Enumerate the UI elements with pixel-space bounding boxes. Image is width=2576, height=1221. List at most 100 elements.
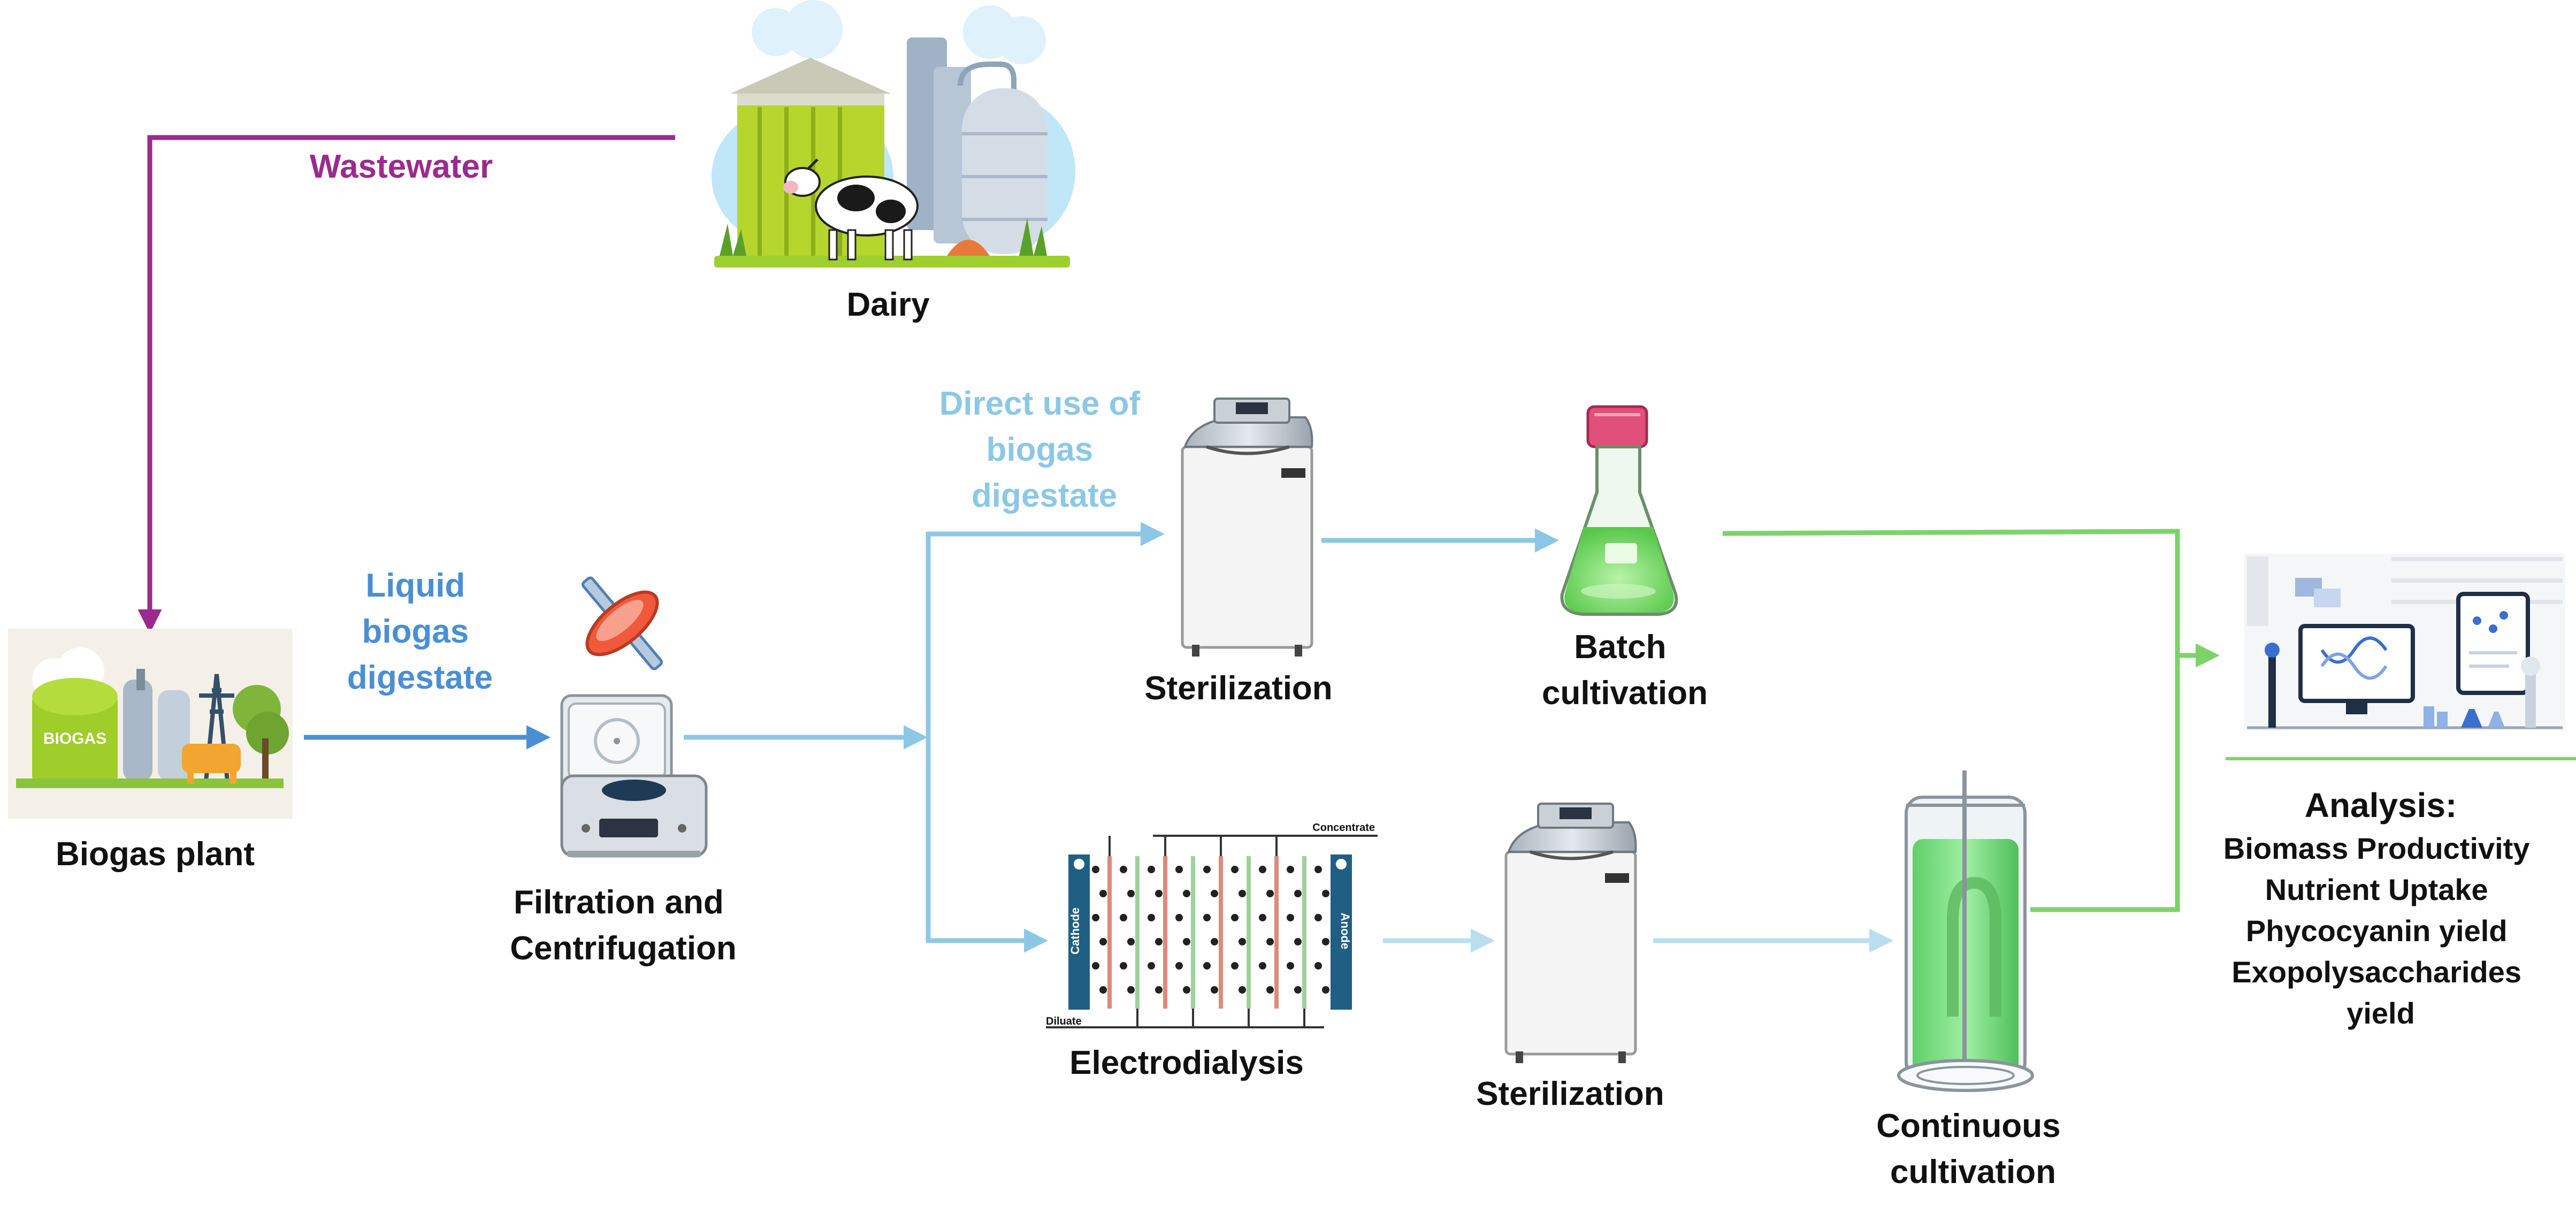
- ed-concentrate-label: Concentrate: [1312, 822, 1375, 834]
- filtration-line-1: Filtration and: [514, 884, 724, 921]
- ed-ion: [1211, 986, 1218, 994]
- ed-ion: [1259, 866, 1266, 873]
- autoclave-icon-top: [1181, 398, 1313, 657]
- ed-ion: [1127, 986, 1135, 994]
- ed-membrane: [1163, 856, 1167, 1009]
- ed-ion: [1183, 986, 1190, 994]
- ed-ion: [1266, 986, 1274, 994]
- ed-membrane: [1247, 856, 1251, 1009]
- syringe-filter-icon: [582, 576, 663, 670]
- ed-ion: [1266, 890, 1274, 897]
- ed-ion: [1294, 986, 1302, 994]
- analysis-title: Analysis:: [2305, 786, 2457, 825]
- batch-line-2: cultivation: [1542, 675, 1708, 712]
- ed-ion: [1259, 962, 1266, 970]
- ed-ion: [1239, 986, 1246, 994]
- dairy-label: Dairy: [846, 286, 930, 323]
- ed-ion: [1266, 938, 1274, 945]
- analysis-item-5: yield: [2346, 996, 2415, 1030]
- biogas-sign-text: BIOGAS: [43, 730, 106, 747]
- ed-ion: [1287, 962, 1294, 970]
- ed-ion: [1287, 866, 1294, 873]
- liquid-digestate-line-2: biogas: [362, 613, 469, 650]
- ed-membrane: [1135, 856, 1140, 1009]
- ed-ion: [1127, 938, 1135, 945]
- ed-ion: [1099, 890, 1107, 897]
- ed-ion: [1099, 938, 1107, 945]
- analysis-item-3: Phycocyanin yield: [2246, 914, 2508, 948]
- ed-ion: [1099, 986, 1107, 994]
- sterilization-top-label: Sterilization: [1144, 670, 1332, 707]
- filtration-label: Filtration and Centrifugation: [510, 884, 737, 967]
- liquid-digestate-line-3: digestate: [347, 659, 493, 696]
- liquid-digestate-label: Liquid biogas digestate: [347, 567, 493, 696]
- ed-ion: [1148, 866, 1155, 873]
- direct-use-line-2: biogas: [986, 431, 1093, 468]
- batch-line-1: Batch: [1574, 629, 1666, 666]
- ed-ion: [1259, 914, 1266, 921]
- sterilization-bottom-label: Sterilization: [1476, 1075, 1664, 1112]
- photobioreactor-icon: [1897, 770, 2034, 1092]
- analysis-list: Biomass Productivity Nutrient Uptake Phy…: [2223, 831, 2538, 1030]
- ed-ion: [1314, 962, 1322, 970]
- ed-ion: [1322, 890, 1329, 897]
- ed-ion: [1287, 914, 1294, 921]
- continuous-line-2: cultivation: [1890, 1154, 2056, 1191]
- ed-ion: [1231, 866, 1239, 873]
- ed-ion: [1155, 986, 1163, 994]
- ed-ion: [1322, 986, 1329, 994]
- ed-ion: [1120, 914, 1127, 921]
- continuous-line-1: Continuous: [1876, 1108, 2060, 1144]
- biogas-plant-label: Biogas plant: [56, 836, 255, 873]
- batch-cultivation-label: Batch cultivation: [1542, 629, 1708, 712]
- dairy-farm-icon: [712, 0, 1075, 268]
- ed-ion: [1148, 962, 1155, 970]
- ed-ion: [1175, 914, 1183, 921]
- ed-ion: [1211, 890, 1218, 897]
- ed-membrane: [1302, 856, 1306, 1009]
- ed-ion: [1183, 938, 1190, 945]
- analysis-item-4: Exopolysaccharides: [2231, 955, 2521, 989]
- direct-use-line-1: Direct use of: [939, 385, 1141, 422]
- ed-ion: [1203, 962, 1211, 970]
- direct-use-line-3: digestate: [972, 477, 1117, 514]
- ed-ion: [1203, 866, 1211, 873]
- ed-membrane: [1219, 856, 1223, 1009]
- ed-ion: [1231, 914, 1239, 921]
- analysis-item-1: Biomass Productivity: [2223, 831, 2530, 865]
- ed-ion: [1239, 938, 1246, 945]
- batch-to-analysis-line: [1722, 529, 2180, 912]
- ed-ion: [1203, 914, 1211, 921]
- ed-ion: [1314, 914, 1322, 921]
- ed-diluate-label: Diluate: [1046, 1016, 1082, 1027]
- ed-ion: [1120, 866, 1127, 873]
- ed-ion: [1294, 890, 1302, 897]
- wastewater-arrow: [137, 135, 675, 634]
- ed-ion: [1294, 938, 1302, 945]
- continuous-cultivation-label: Continuous cultivation: [1876, 1108, 2070, 1191]
- autoclave-icon-bottom: [1504, 803, 1637, 1063]
- ed-membrane: [1274, 856, 1279, 1009]
- ed-cathode-label: Cathode: [1068, 907, 1082, 955]
- ed-ion: [1120, 962, 1127, 970]
- ed-membrane: [1191, 856, 1195, 1009]
- biogas-plant-icon: BIOGAS: [8, 629, 293, 819]
- ed-ion: [1155, 890, 1163, 897]
- ed-anode-label: Anode: [1339, 913, 1352, 949]
- filtration-line-2: Centrifugation: [510, 930, 737, 967]
- ed-ion: [1175, 962, 1183, 970]
- ed-ion: [1239, 890, 1246, 897]
- ed-ion: [1092, 962, 1099, 970]
- ed-ion: [1211, 938, 1218, 945]
- centrifuge-icon: [560, 694, 708, 858]
- ed-ion: [1092, 914, 1099, 921]
- ed-ion: [1148, 914, 1155, 921]
- liquid-digestate-line-1: Liquid: [365, 567, 465, 604]
- ed-membrane: [1107, 856, 1112, 1009]
- direct-use-label: Direct use of biogas digestate: [939, 385, 1150, 514]
- ed-ion: [1092, 866, 1099, 873]
- ed-ion: [1175, 866, 1183, 873]
- analysis-item-2: Nutrient Uptake: [2265, 873, 2488, 906]
- wastewater-label: Wastewater: [310, 148, 493, 185]
